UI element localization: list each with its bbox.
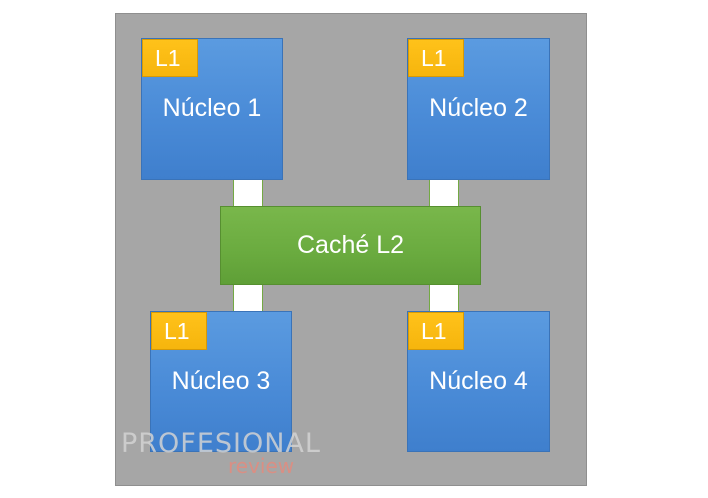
core-2: L1 Núcleo 2: [407, 38, 550, 180]
l1-cache-core-4: L1: [408, 312, 464, 350]
connector-core-4: [429, 284, 459, 312]
l2-cache: Caché L2: [220, 206, 481, 285]
watermark-logo: PROFESIONAL: [121, 428, 321, 459]
l1-cache-core-3: L1: [151, 312, 207, 350]
core-1-label: Núcleo 1: [162, 94, 262, 122]
core-1: L1 Núcleo 1: [141, 38, 283, 180]
core-3: L1 Núcleo 3: [150, 311, 292, 452]
l1-cache-core-1: L1: [142, 39, 198, 77]
l1-cache-core-2: L1: [408, 39, 464, 77]
connector-core-1: [233, 179, 263, 207]
core-3-label: Núcleo 3: [171, 367, 271, 395]
watermark-subtitle: review: [228, 454, 295, 478]
connector-core-2: [429, 179, 459, 207]
core-4-label: Núcleo 4: [429, 367, 528, 395]
core-2-label: Núcleo 2: [429, 94, 528, 122]
core-4: L1 Núcleo 4: [407, 311, 550, 452]
connector-core-3: [233, 284, 263, 312]
